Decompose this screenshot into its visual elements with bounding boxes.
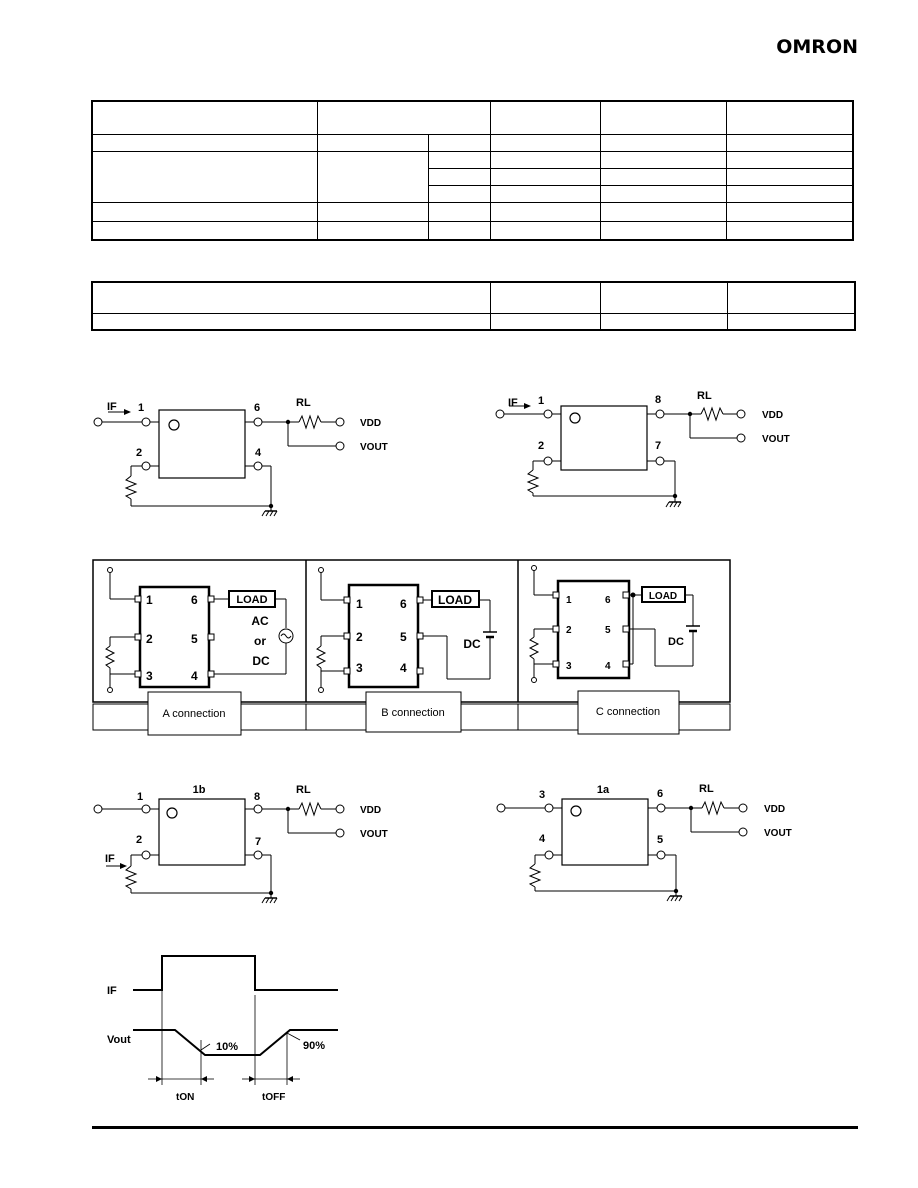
supply-label: AC — [251, 614, 269, 628]
pin-label: 5 — [657, 834, 663, 846]
pin-label: 3 — [539, 789, 545, 801]
spec-table-2 — [91, 281, 856, 331]
a-connection-diagram: 1 6 2 5 3 4 LOAD AC or — [104, 567, 294, 736]
supply-label: DC — [463, 637, 481, 651]
vout-label: VOUT — [360, 442, 388, 453]
b-connection-diagram: 1 6 2 5 3 4 LOAD D — [315, 567, 497, 733]
footer-rule — [92, 1126, 858, 1129]
ground-icon — [261, 897, 278, 904]
spec-table-1 — [91, 100, 854, 241]
rl-label: RL — [699, 783, 714, 795]
pin-label: 4 — [400, 661, 407, 675]
pin-label: 7 — [655, 440, 661, 452]
supply-label: or — [254, 634, 266, 648]
pin-label: 3 — [146, 669, 153, 683]
pin-label: 2 — [136, 834, 142, 846]
pin-label: 1 — [538, 395, 544, 407]
connection-diagrams: 1 6 2 5 3 4 LOAD AC or — [92, 559, 731, 736]
load-label: LOAD — [649, 591, 677, 602]
test-circuit-2: IF 1 2 8 RL VDD VOUT 7 — [495, 390, 790, 508]
connection-caption: B connection — [381, 707, 445, 719]
ground-icon — [666, 895, 683, 902]
rl-label: RL — [697, 390, 712, 402]
threshold-10-label: 10% — [216, 1041, 238, 1053]
ground-icon — [665, 501, 682, 508]
vdd-label: VDD — [360, 418, 381, 429]
pin-label: 2 — [538, 440, 544, 452]
supply-label: DC — [668, 636, 684, 648]
vout-label: VOUT — [360, 829, 388, 840]
pin-label: 3 — [566, 661, 572, 672]
pin-label: 4 — [191, 669, 198, 683]
pin-label: 1 — [566, 595, 572, 606]
omron-logo: OMRON — [776, 36, 858, 58]
pin-label: 6 — [254, 402, 260, 414]
test-circuit-1b: 1b 1 2 IF 8 RL VDD VOUT 7 — [93, 784, 388, 904]
pin-label: 1 — [138, 402, 144, 414]
connection-caption: A connection — [163, 708, 226, 720]
vdd-label: VDD — [360, 805, 381, 816]
pin-label: 3 — [356, 661, 363, 675]
vout-waveform-label: Vout — [107, 1034, 131, 1046]
supply-label: DC — [252, 654, 270, 668]
contact-type-label: 1a — [597, 784, 610, 796]
pin-label: 5 — [605, 625, 611, 636]
vout-label: VOUT — [762, 434, 790, 445]
pin-label: 8 — [655, 394, 661, 406]
switching-time-waveform: IF Vout 10% 90% tON tOFF — [107, 955, 338, 1103]
vdd-label: VDD — [764, 804, 785, 815]
contact-type-label: 1b — [193, 784, 206, 796]
pin-label: 2 — [566, 625, 572, 636]
load-label: LOAD — [236, 594, 267, 606]
pin-label: 4 — [255, 447, 262, 459]
pin-label: 1 — [146, 593, 153, 607]
threshold-90-label: 90% — [303, 1040, 325, 1052]
test-circuit-1: IF 1 2 6 RL VDD VOUT 4 — [93, 397, 388, 517]
pin-label: 4 — [605, 661, 611, 672]
ton-label: tON — [176, 1092, 194, 1103]
connection-caption: C connection — [596, 706, 660, 718]
pin-label: 6 — [605, 595, 611, 606]
pin-label: 1 — [137, 791, 143, 803]
if-label: IF — [107, 401, 117, 413]
pin-label: 6 — [657, 788, 663, 800]
table-cell — [91, 100, 318, 135]
pin-label: 4 — [539, 833, 546, 845]
pin-label: 2 — [356, 630, 363, 644]
pin-label: 5 — [400, 630, 407, 644]
c-connection-diagram: 1 6 2 5 3 4 LOAD — [528, 565, 700, 735]
rl-label: RL — [296, 397, 311, 409]
toff-label: tOFF — [262, 1092, 285, 1103]
if-label: IF — [105, 853, 115, 865]
pin-label: 5 — [191, 632, 198, 646]
if-waveform-label: IF — [107, 985, 117, 997]
rl-label: RL — [296, 784, 311, 796]
load-label: LOAD — [438, 593, 472, 607]
pin-label: 7 — [255, 836, 261, 848]
pin-label: 8 — [254, 791, 260, 803]
pin-label: 2 — [146, 632, 153, 646]
pin-label: 6 — [400, 597, 407, 611]
ground-icon — [261, 510, 278, 517]
vout-label: VOUT — [764, 828, 792, 839]
test-circuit-1a: 1a 3 4 6 RL VDD VOUT 5 — [496, 783, 792, 902]
pin-label: 1 — [356, 597, 363, 611]
pin-label: 6 — [191, 593, 198, 607]
pin-label: 2 — [136, 447, 142, 459]
if-label: IF — [508, 397, 518, 409]
vdd-label: VDD — [762, 410, 783, 421]
